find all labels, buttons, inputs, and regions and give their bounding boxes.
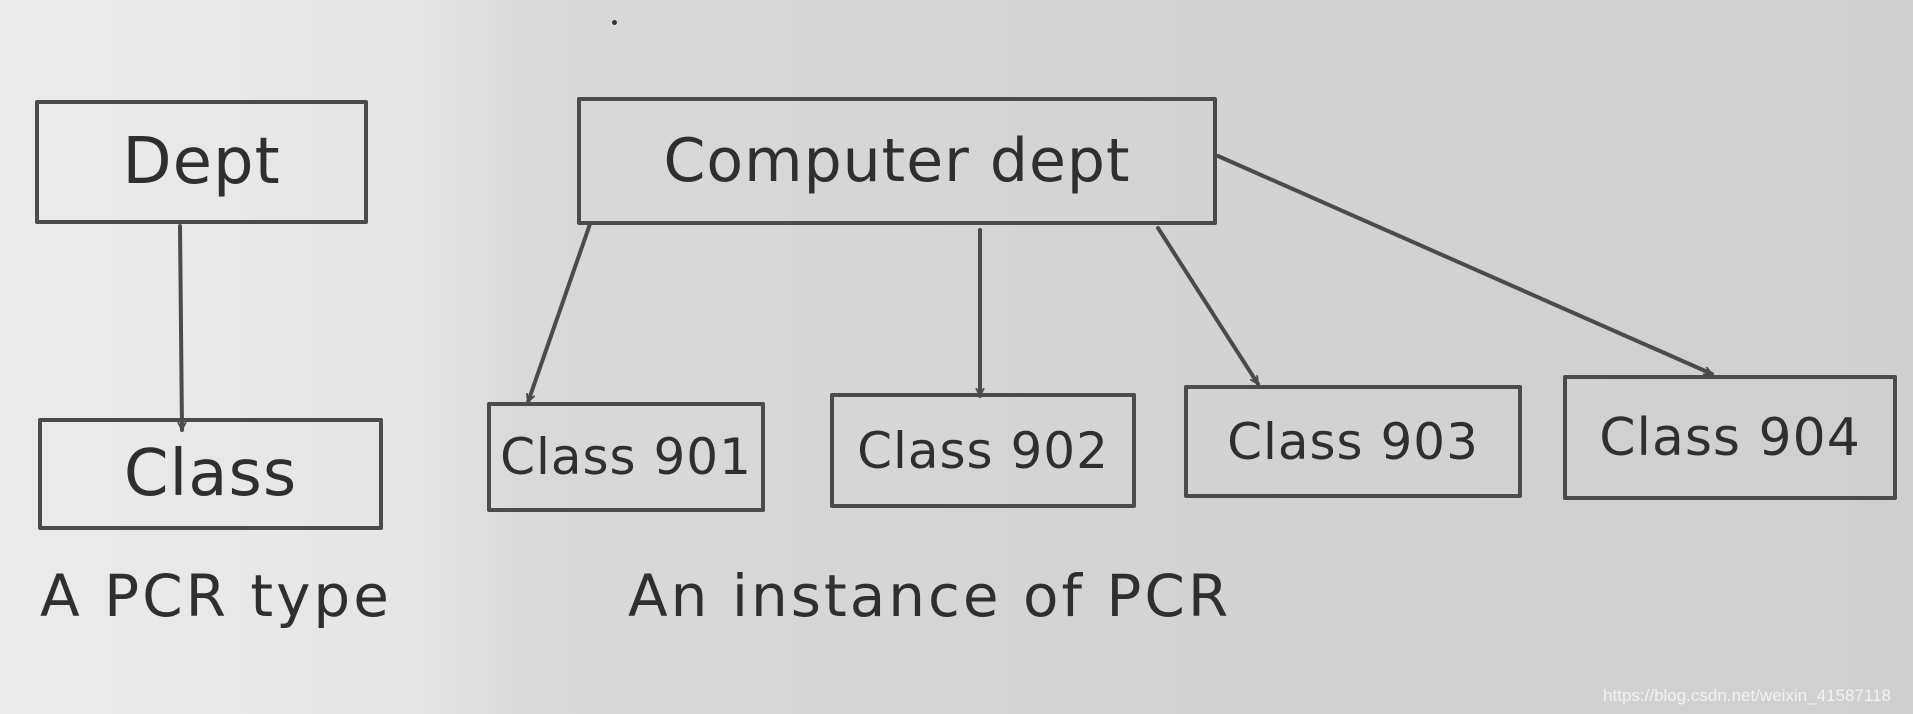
dept-label: Dept (122, 125, 281, 199)
class-903-label: Class 903 (1227, 412, 1479, 471)
class-902-box: Class 902 (830, 393, 1136, 508)
class-box: Class (38, 418, 383, 530)
computer-dept-box: Computer dept (577, 97, 1217, 225)
arrow-to-class-904 (1216, 154, 1714, 376)
class-label: Class (123, 437, 298, 511)
class-904-label: Class 904 (1599, 407, 1861, 468)
arrow-dept-to-class (180, 224, 182, 432)
class-901-label: Class 901 (500, 428, 752, 486)
watermark: https://blog.csdn.net/weixin_41587118 (1603, 686, 1891, 705)
arrow-to-class-903 (1156, 226, 1260, 386)
type-caption: A PCR type (40, 562, 392, 630)
dept-box: Dept (35, 100, 368, 224)
class-902-label: Class 902 (857, 421, 1109, 480)
class-901-box: Class 901 (487, 402, 765, 512)
ink-dot (612, 20, 617, 25)
class-903-box: Class 903 (1184, 385, 1522, 498)
arrow-to-class-901 (528, 222, 592, 404)
computer-dept-label: Computer dept (663, 126, 1131, 196)
class-904-box: Class 904 (1563, 375, 1897, 500)
instance-caption: An instance of PCR (628, 562, 1232, 630)
